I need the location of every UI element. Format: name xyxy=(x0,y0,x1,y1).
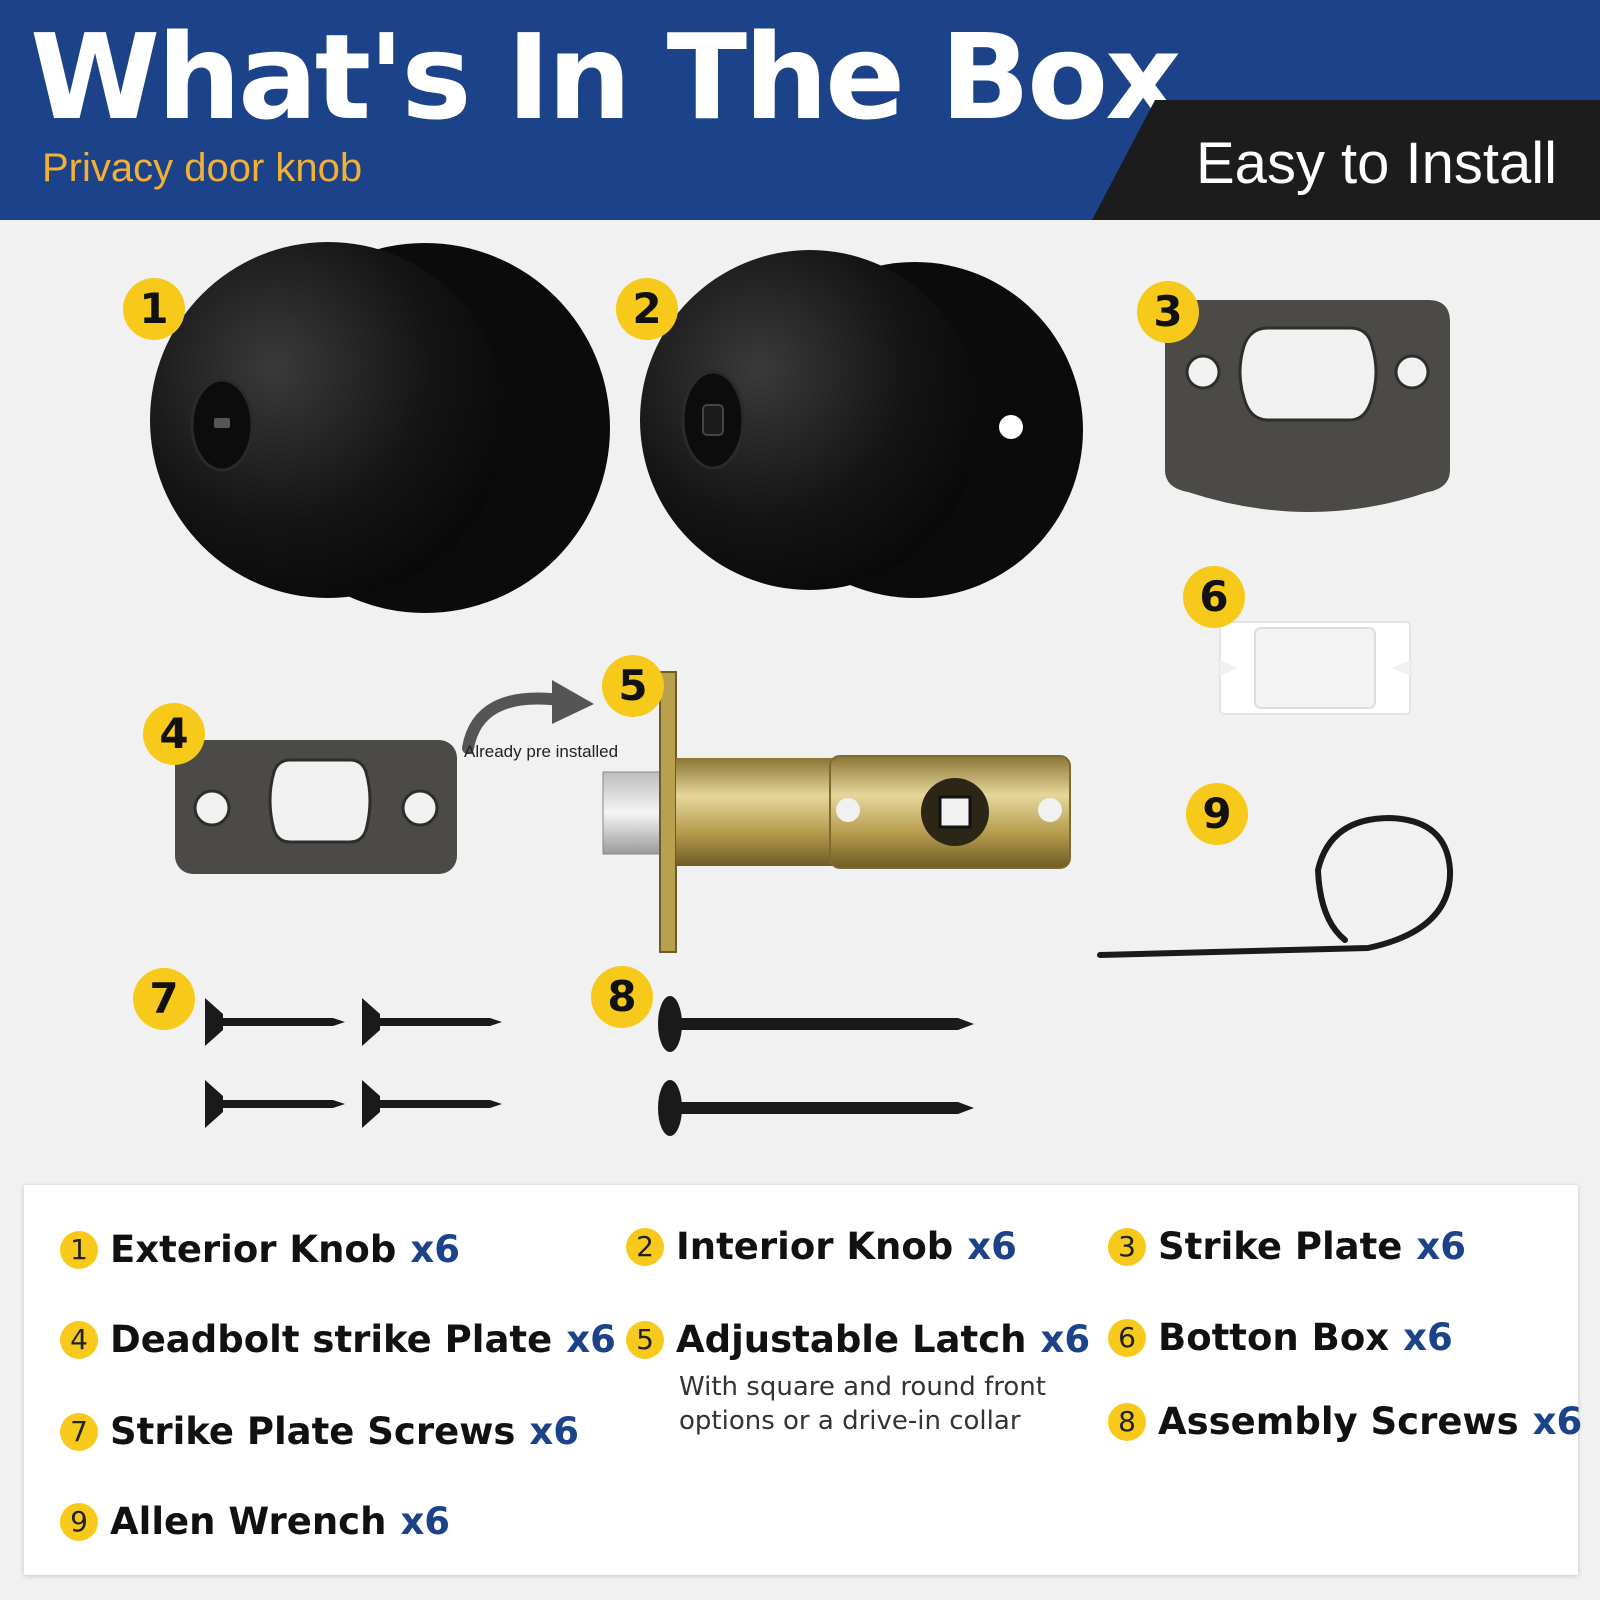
item-name: Assembly Screws xyxy=(1158,1400,1519,1443)
item-number-badge: 4 xyxy=(60,1320,98,1359)
item-number-badge: 1 xyxy=(60,1230,98,1269)
part-badge: 1 xyxy=(123,278,185,340)
pre-installed-note: Already pre installed xyxy=(464,742,619,761)
part-badge: 9 xyxy=(1186,783,1248,845)
item-number-badge: 3 xyxy=(1108,1227,1146,1266)
part-badge: 6 xyxy=(1183,566,1245,628)
item-quantity: x6 xyxy=(566,1318,616,1361)
button-box-icon xyxy=(1219,621,1411,715)
item-name: Deadbolt strike Plate xyxy=(110,1318,553,1361)
item-number-badge: 7 xyxy=(60,1412,98,1451)
item-quantity: x6 xyxy=(400,1500,451,1543)
item-name: Exterior Knob xyxy=(110,1228,397,1271)
list-item: 3 Strike Plate x6 xyxy=(1108,1225,1466,1268)
item-number-badge: 9 xyxy=(60,1502,98,1541)
list-item: 9 Allen Wrench x6 xyxy=(60,1500,450,1543)
item-number-badge: 2 xyxy=(626,1227,664,1266)
arrow-icon xyxy=(462,680,594,754)
part-badge: 5 xyxy=(602,655,664,717)
interior-knob-icon xyxy=(640,250,1083,598)
item-name: Strike Plate xyxy=(1158,1225,1403,1268)
item-description: With square and round front options or a… xyxy=(679,1372,1046,1436)
adjustable-latch-icon xyxy=(602,671,1071,953)
strike-plate-icon xyxy=(1165,300,1450,512)
easy-install-tag: Easy to Install xyxy=(1196,131,1558,196)
item-name: Allen Wrench xyxy=(110,1500,387,1543)
parts-list-panel xyxy=(24,1185,1578,1575)
item-name: Adjustable Latch xyxy=(676,1318,1027,1361)
list-item: 8 Assembly Screws x6 xyxy=(1108,1400,1582,1443)
item-quantity: x6 xyxy=(1532,1400,1583,1443)
allen-wrench-icon xyxy=(1097,814,1454,958)
item-number-badge: 6 xyxy=(1108,1318,1146,1357)
item-quantity: x6 xyxy=(1416,1225,1467,1268)
list-item: 5 Adjustable Latch x6 xyxy=(626,1318,1090,1361)
item-name: Botton Box xyxy=(1158,1316,1390,1359)
part-badge: 2 xyxy=(616,278,678,340)
item-quantity: x6 xyxy=(529,1410,580,1453)
item-name: Strike Plate Screws xyxy=(110,1410,516,1453)
item-name: Interior Knob xyxy=(676,1225,954,1268)
part-badge: 8 xyxy=(591,966,653,1028)
list-item: 2 Interior Knob x6 xyxy=(626,1225,1017,1268)
list-item: 4 Deadbolt strike Plate x6 xyxy=(60,1318,616,1361)
item-quantity: x6 xyxy=(1403,1316,1453,1359)
strike-plate-screws-icon xyxy=(205,998,502,1128)
header-banner: What's In The Box Privacy door knob Easy… xyxy=(0,0,1600,220)
page-subtitle: Privacy door knob xyxy=(42,146,363,190)
tag-background xyxy=(1092,100,1600,220)
item-quantity: x6 xyxy=(967,1225,1017,1268)
exterior-knob-icon xyxy=(150,242,610,613)
list-item: 1 Exterior Knob x6 xyxy=(60,1228,460,1271)
item-quantity: x6 xyxy=(410,1228,460,1271)
list-item: 6 Botton Box x6 xyxy=(1108,1316,1453,1359)
page-title: What's In The Box xyxy=(30,8,1181,146)
parts-illustration xyxy=(150,242,1454,1136)
item-number-badge: 5 xyxy=(626,1320,664,1359)
item-number-badge: 8 xyxy=(1108,1402,1146,1441)
assembly-screws-icon xyxy=(658,996,974,1136)
deadbolt-strike-plate-icon xyxy=(175,740,457,874)
part-badge: 4 xyxy=(143,703,205,765)
part-badge: 3 xyxy=(1137,281,1199,343)
item-quantity: x6 xyxy=(1040,1318,1091,1361)
list-item: 7 Strike Plate Screws x6 xyxy=(60,1410,579,1453)
part-badge: 7 xyxy=(133,968,195,1030)
